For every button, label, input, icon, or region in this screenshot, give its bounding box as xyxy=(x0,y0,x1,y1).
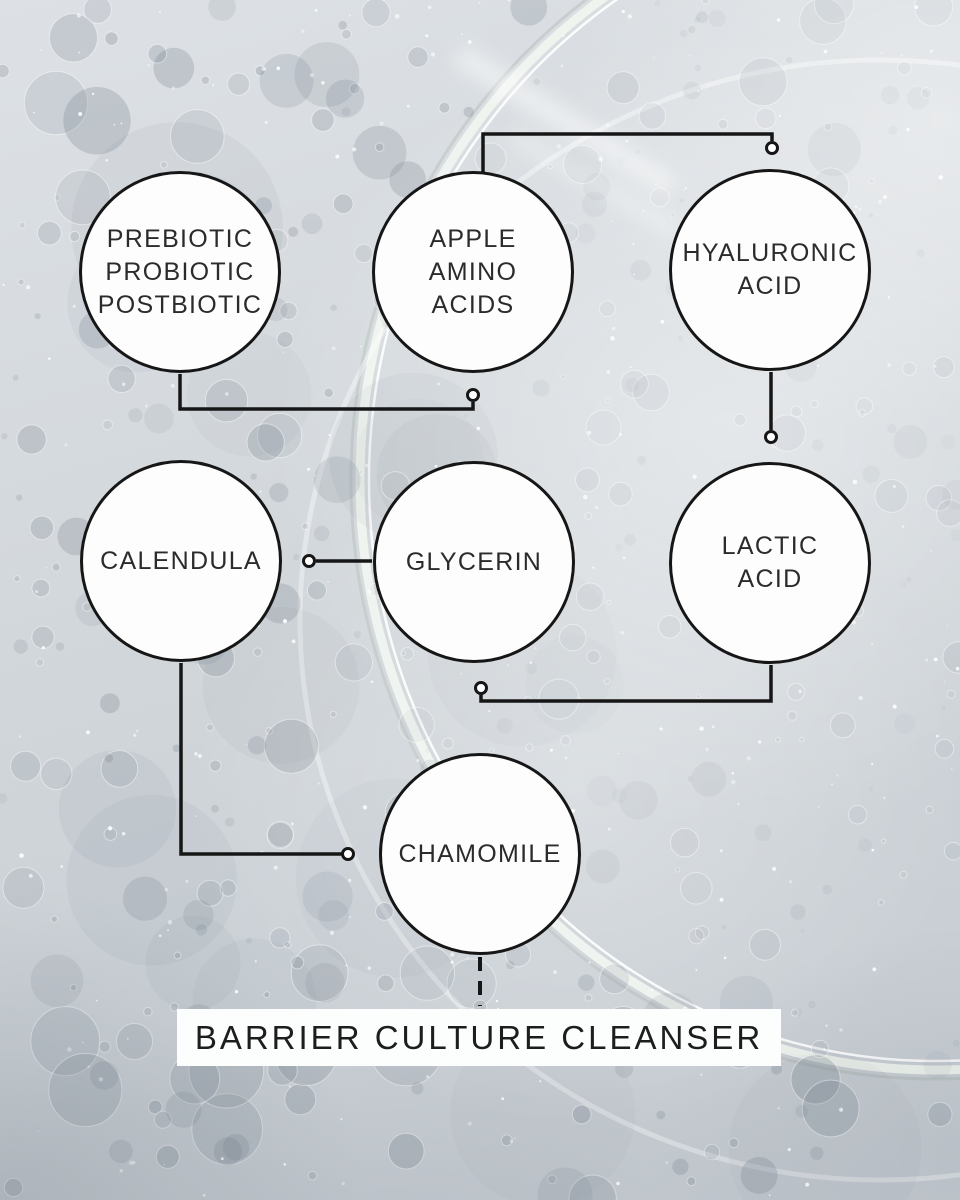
connector-prebiotic-to-apple xyxy=(178,374,475,411)
node-label: CHAMOMILE xyxy=(398,839,562,868)
node-chamomile: CHAMOMILE xyxy=(379,753,581,955)
petri-dish-rim xyxy=(297,0,960,1183)
node-label: GLYCERIN xyxy=(405,547,543,576)
product-title: BARRIER CULTURE CLEANSER xyxy=(194,1018,764,1056)
connector-dot-hyaluronic xyxy=(765,141,779,155)
connector-calendula-to-chamomile xyxy=(179,663,342,856)
connector-dot-calendula xyxy=(302,554,316,568)
node-label: LACTIC ACID xyxy=(721,532,819,593)
node-label: APPLE AMINO ACIDS xyxy=(428,224,518,319)
node-label: CALENDULA xyxy=(100,546,262,575)
node-prebiotic-probiotic-postbiotic: PREBIOTIC PROBIOTIC POSTBIOTIC xyxy=(79,171,281,373)
connector-dot-apple xyxy=(466,388,480,402)
node-apple-amino-acids: APPLE AMINO ACIDS xyxy=(372,171,574,373)
title-box: BARRIER CULTURE CLEANSER xyxy=(177,1009,781,1066)
connector-dot-chamomile xyxy=(341,847,355,861)
node-calendula: CALENDULA xyxy=(80,460,282,662)
connector-dot-glycerin xyxy=(474,681,488,695)
node-label: PREBIOTIC PROBIOTIC POSTBIOTIC xyxy=(97,224,263,319)
dish-reflection-arc xyxy=(297,57,960,1183)
node-label: HYALURONIC ACID xyxy=(682,239,858,300)
node-lactic-acid: LACTIC ACID xyxy=(669,462,871,664)
node-hyaluronic-acid: HYALURONIC ACID xyxy=(669,169,871,371)
node-glycerin: GLYCERIN xyxy=(373,461,575,663)
connector-glycerin-to-lactic xyxy=(479,665,773,703)
connector-apple-to-hyaluronic xyxy=(481,132,774,172)
connector-dot-lactic-top xyxy=(764,430,778,444)
